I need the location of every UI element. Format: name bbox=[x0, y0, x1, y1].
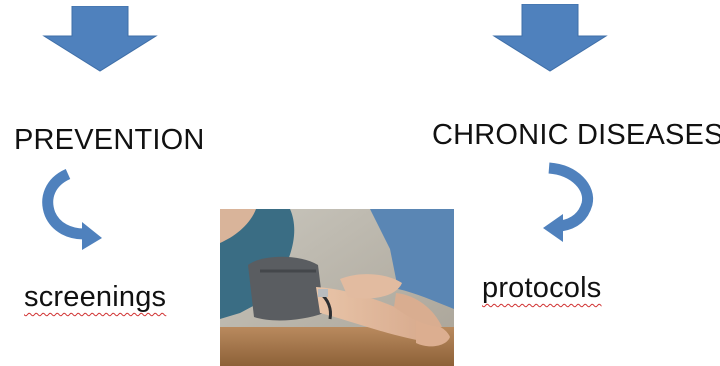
screenings-label: screenings bbox=[24, 283, 166, 312]
blood-pressure-photo bbox=[220, 209, 454, 366]
prevention-heading: PREVENTION bbox=[14, 126, 205, 155]
right-down-arrow-icon bbox=[492, 4, 608, 72]
protocols-label: protocols bbox=[482, 274, 601, 303]
chronic-diseases-heading: CHRONIC DISEASES bbox=[432, 121, 720, 150]
left-curved-arrow-icon bbox=[40, 168, 110, 252]
left-down-arrow-icon bbox=[42, 6, 158, 72]
right-curved-arrow-icon bbox=[535, 162, 605, 246]
